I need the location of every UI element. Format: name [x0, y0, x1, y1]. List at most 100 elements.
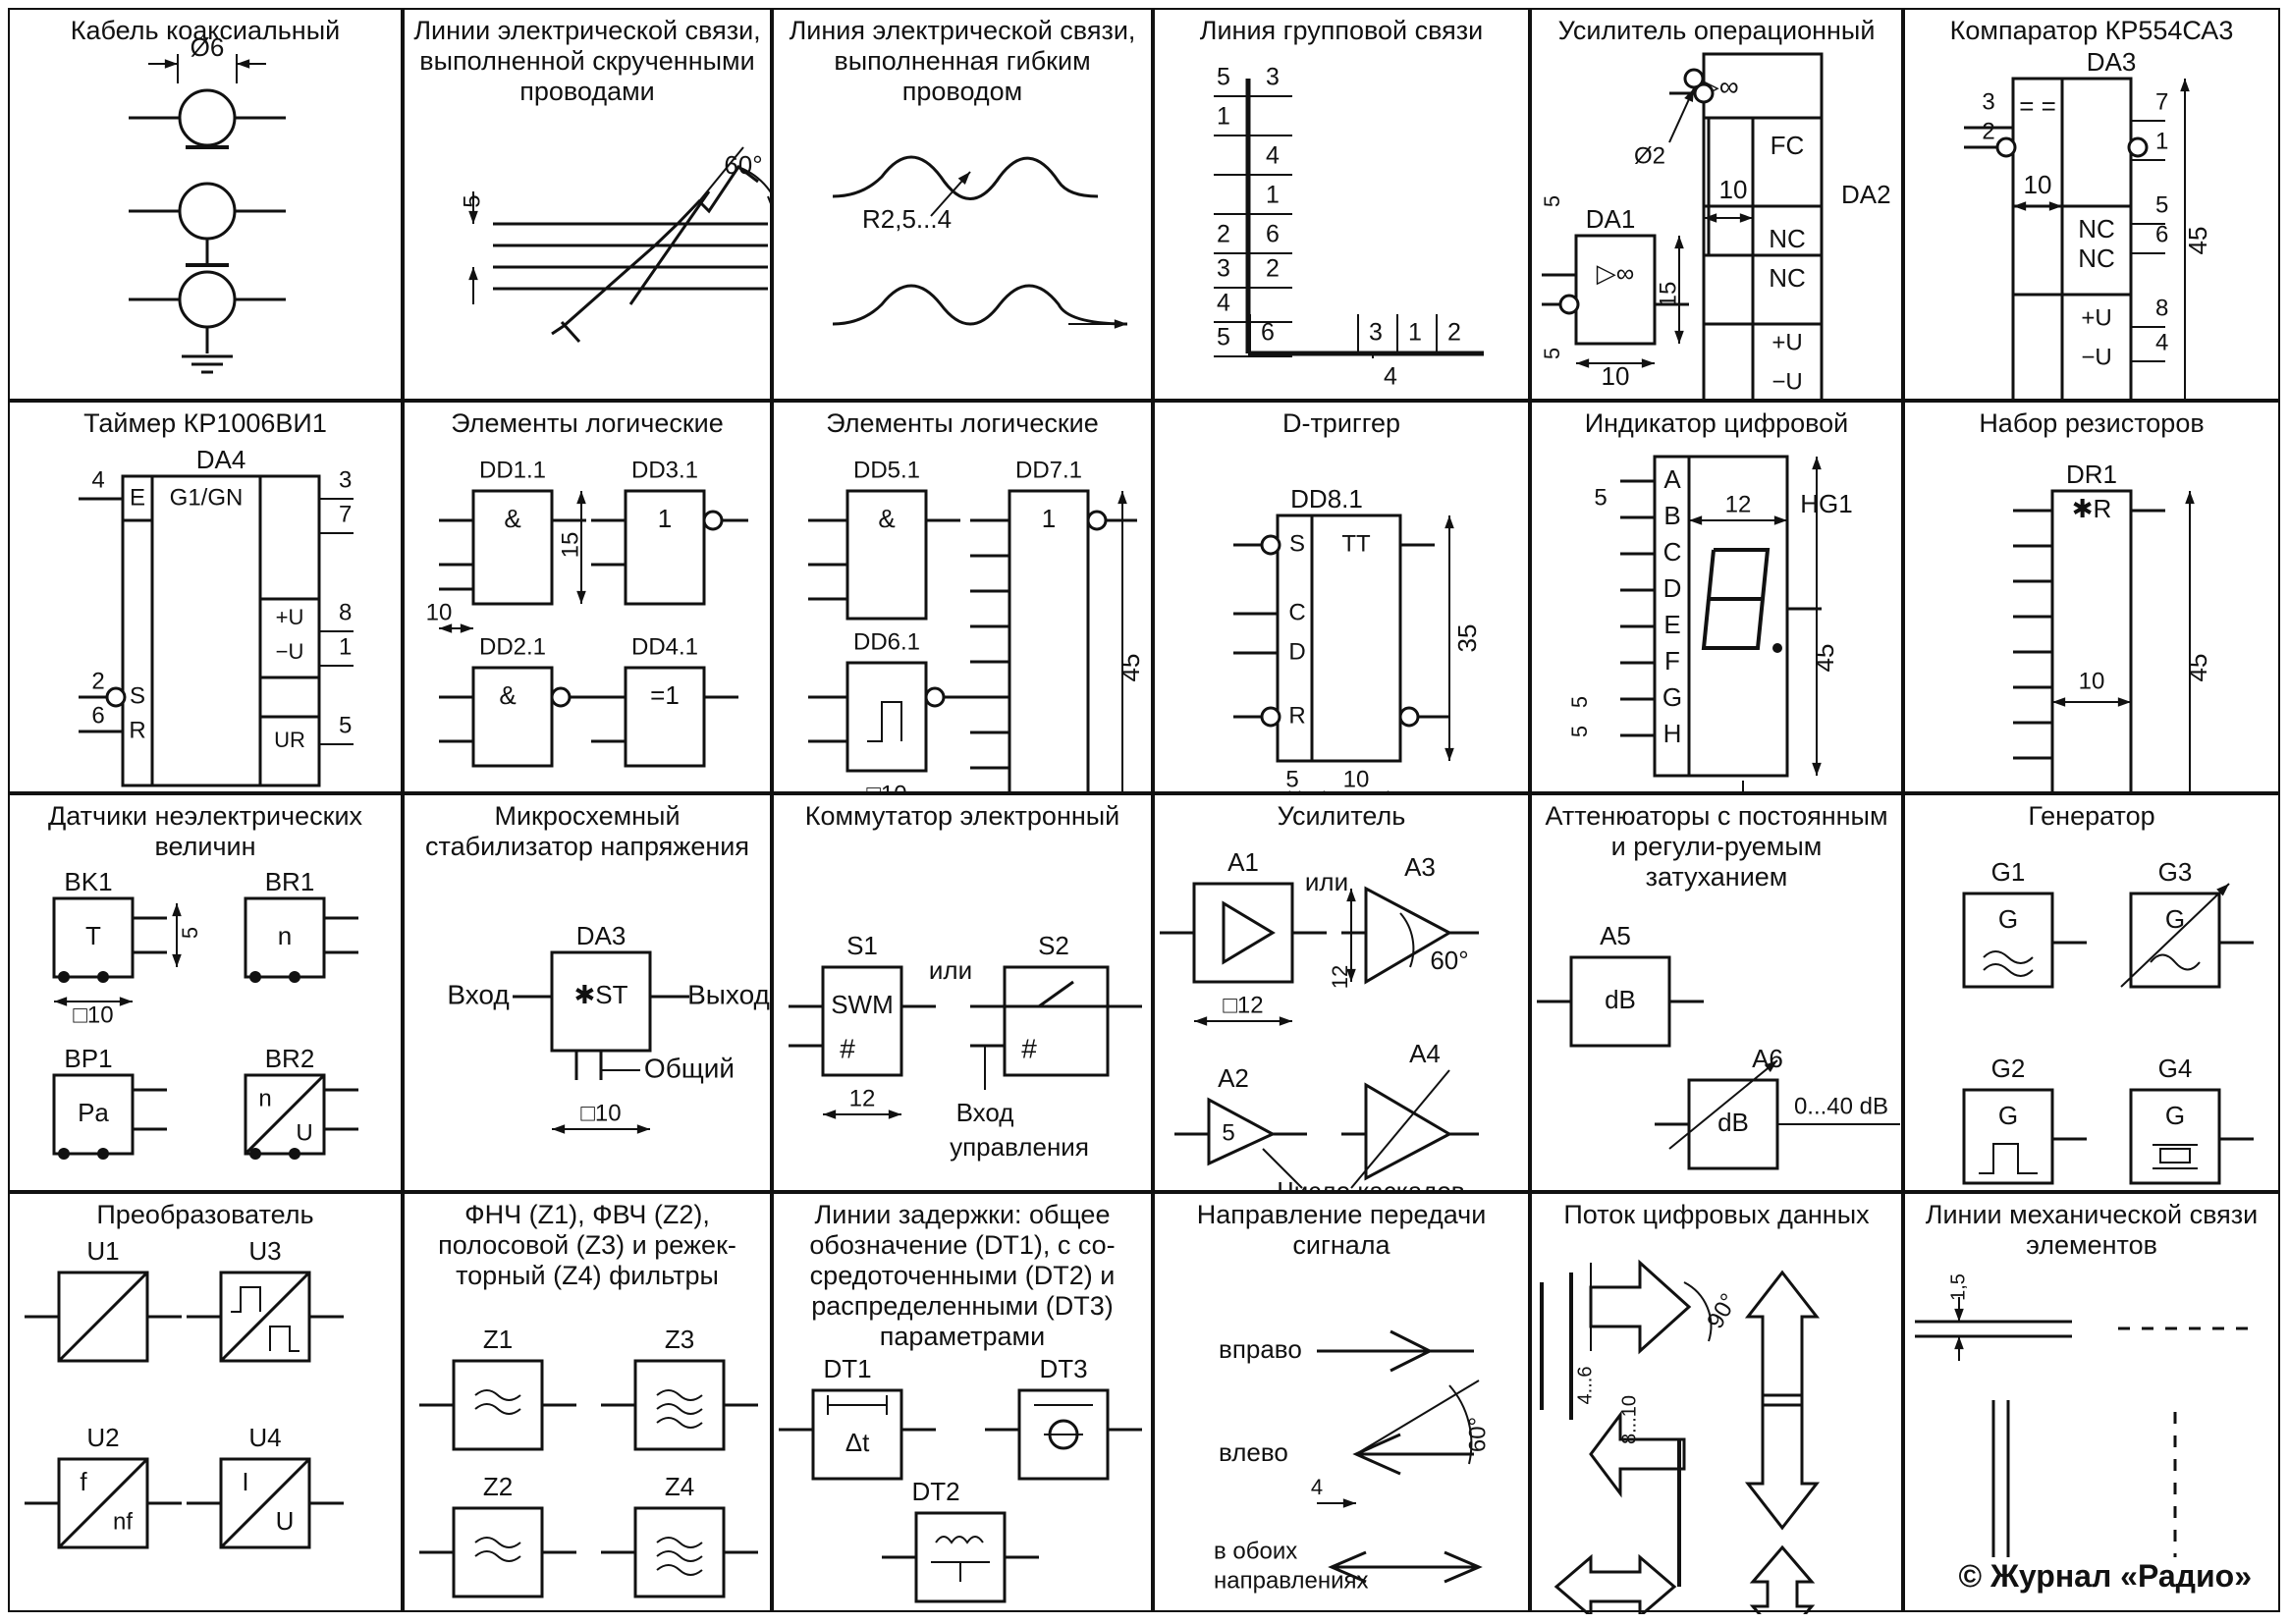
sensors-arrowhead	[119, 997, 133, 1006]
group-label-v8: 3	[1217, 255, 1230, 283]
logic2-label-and: &	[878, 504, 895, 533]
timer-label-p4: 4	[91, 466, 104, 493]
cell-attenuators: Аттенюаторы с постоянным и регули-руемым…	[1530, 793, 1903, 1192]
amplifier-label-a4: A4	[1409, 1039, 1441, 1068]
filters-label-z4: Z4	[665, 1472, 694, 1501]
cell-title-comparator: Компаратор КР554СА3	[1949, 16, 2234, 45]
logic1-arrowhead	[576, 491, 586, 505]
amplifier-shape	[1364, 886, 1453, 985]
switch-label-swm: SWM	[831, 990, 894, 1019]
flexible-path	[832, 284, 1128, 326]
resistors-label-dr1: DR1	[2066, 460, 2117, 489]
generator-label-g2: G2	[1991, 1054, 2026, 1083]
dataflow-shape	[1749, 1544, 1816, 1614]
dataflow-label-d46: 4...6	[1574, 1367, 1596, 1405]
converter-label-u2: U2	[86, 1423, 119, 1452]
twisted-path	[628, 190, 711, 305]
comparator-label-p2: 2	[1982, 118, 1994, 144]
indicator-label-b: B	[1663, 501, 1680, 530]
filters-label-z2: Z2	[483, 1472, 513, 1501]
converter-label-i: I	[242, 1467, 248, 1496]
dataflow-shape	[1744, 1270, 1821, 1407]
comparator-label-eq: = =	[2019, 91, 2056, 121]
comparator-label-d10: 10	[2024, 170, 2052, 199]
timer-label-p6: 6	[91, 702, 104, 729]
logic2-circle	[1086, 510, 1108, 531]
switch-box	[821, 965, 903, 1077]
group-label-v9: 2	[1266, 255, 1280, 283]
switch-label-hash1: #	[840, 1033, 855, 1063]
comparator-circle	[1995, 136, 2017, 158]
sensors-label-u: U	[296, 1119, 312, 1146]
cell-title-sensors: Датчики неэлектрических величин	[47, 801, 363, 861]
comparator-label-d45: 45	[2183, 227, 2212, 255]
indicator-arrowhead	[1812, 762, 1822, 776]
indicator-box	[1687, 455, 1789, 778]
opamp-circle	[1558, 294, 1580, 315]
attenuators-label-db1: dB	[1605, 985, 1636, 1014]
converter-line	[219, 1457, 311, 1549]
switch-label-hash2: #	[1021, 1033, 1037, 1063]
amplifier-path	[1399, 912, 1415, 968]
sensors-label-bp1: BP1	[64, 1044, 112, 1073]
converter-path	[231, 1286, 261, 1313]
direction-path	[1355, 1380, 1480, 1455]
dataflow-shape	[1589, 1410, 1686, 1498]
switch-line	[1038, 980, 1074, 1008]
dataflow-path	[1683, 1281, 1713, 1342]
amplifier-label-a2: A2	[1218, 1063, 1249, 1093]
indicator-label-c: C	[1663, 537, 1682, 567]
comparator-label-p7: 7	[2155, 88, 2168, 115]
delay-label-dt: Δt	[845, 1428, 870, 1457]
generator-label-g3: G3	[2158, 857, 2193, 887]
stabilizer-arrowhead	[552, 1124, 566, 1134]
comparator-label-p4: 4	[2155, 329, 2168, 355]
symbol-mechanical: 1,5	[1915, 1273, 2259, 1557]
logic1-label-d15: 15	[557, 532, 583, 559]
opamp-arrowhead	[1684, 88, 1694, 102]
twisted-label-angle: 60°	[724, 150, 762, 180]
indicator-label-a: A	[1663, 464, 1681, 494]
sensors-dot	[97, 1148, 109, 1160]
sensors-label-d10: □10	[73, 1001, 113, 1028]
sensors-label-d5: 5	[178, 927, 202, 939]
direction-label-d4: 4	[1311, 1475, 1323, 1499]
stabilizer-label-out: Выход	[687, 979, 770, 1009]
indicator-label-g: G	[1662, 682, 1682, 712]
opamp-label-da1: DA1	[1586, 204, 1636, 234]
filters-box	[633, 1506, 726, 1598]
logic1-label-and: &	[504, 504, 520, 533]
logic1-circle	[702, 510, 724, 531]
direction-path	[1390, 1329, 1434, 1373]
sensors-dot	[249, 1148, 261, 1160]
converter-label-nf: nf	[113, 1508, 133, 1535]
switch-label-s1: S1	[846, 931, 878, 960]
filters-path	[474, 1537, 521, 1548]
direction-path	[1444, 1550, 1483, 1584]
cell-twisted: Линии электрической связи, выполненной с…	[403, 8, 774, 401]
timer-label-p5: 5	[339, 712, 352, 738]
timer-label-p8: 8	[339, 599, 352, 625]
comparator-label-mu: −U	[2081, 344, 2111, 370]
stabilizer-label-d10: □10	[580, 1100, 621, 1126]
logic2-arrowhead	[1117, 491, 1127, 505]
logic1-box	[624, 489, 706, 606]
filters-path	[474, 1389, 521, 1401]
delay-box	[811, 1388, 903, 1481]
mechanical-arrowhead	[1954, 1336, 1964, 1350]
opamp-label-da2: DA2	[1841, 180, 1891, 209]
direction-arrowhead	[1342, 1498, 1356, 1508]
opamp-arrowhead	[1704, 213, 1717, 223]
logic1-circle	[550, 686, 572, 708]
